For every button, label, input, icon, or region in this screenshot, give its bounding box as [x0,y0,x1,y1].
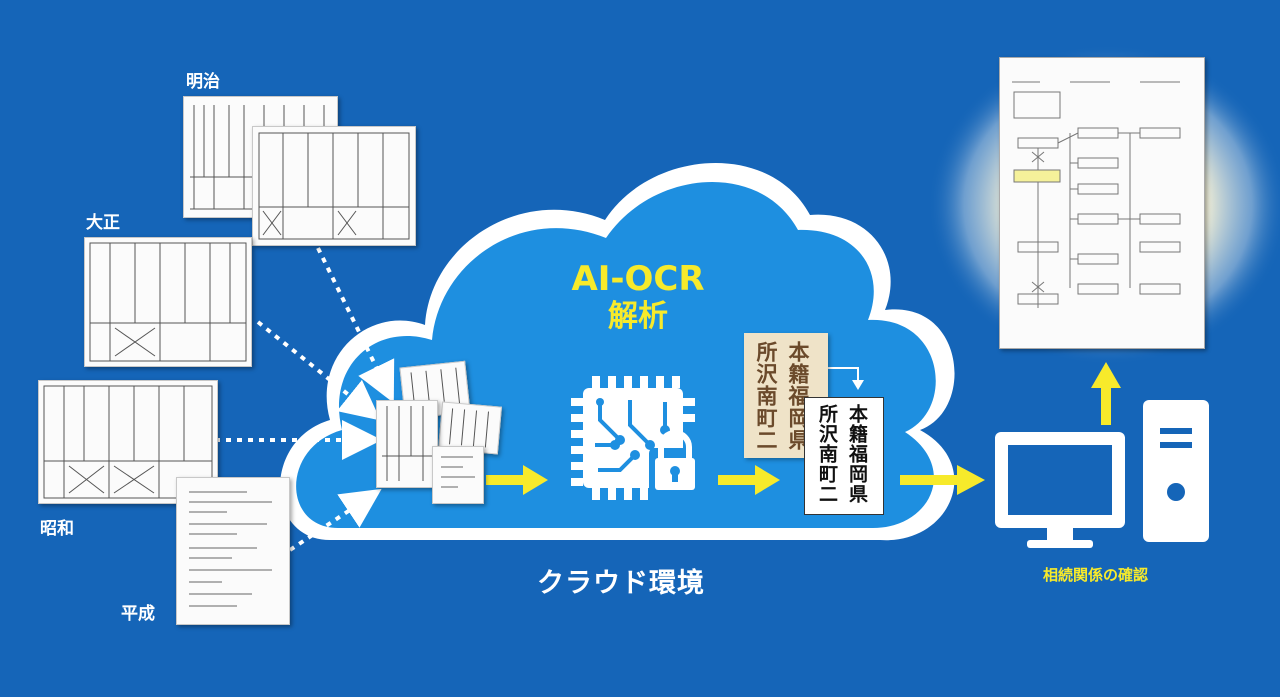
cloud-document-stack-4 [432,446,484,504]
ai-ocr-subtitle: 解析 [608,299,668,334]
ocr-original-sample: 本籍福岡県 所沢南町二 [744,333,828,458]
ai-ocr-title: AI-OCR [571,259,705,299]
ocr-recognized-col2: 所沢南町二 [816,404,838,504]
koseki-document-heisei [176,477,290,625]
era-label-heisei: 平成 [121,604,155,624]
era-label-showa: 昭和 [40,519,74,539]
inheritance-check-label: 相続関係の確認 [1043,566,1149,584]
family-tree-document [999,57,1205,349]
computer-tower-icon [1143,400,1209,542]
cloud-document-stack-3 [376,400,438,488]
lock-icon [649,430,701,494]
koseki-document-showa [38,380,218,504]
computer-monitor-icon [995,432,1125,548]
era-label-meiji: 明治 [186,72,220,92]
ocr-original-col2: 所沢南町二 [754,341,779,451]
process-arrows [486,362,1121,495]
cloud-document-stack-2 [438,401,502,455]
ocr-mapping-arrow [822,367,859,382]
input-dotted-arrows [215,247,395,552]
koseki-document-meiji-2 [252,126,416,246]
koseki-document-taisho [84,237,252,367]
era-label-taisho: 大正 [86,213,120,233]
ocr-recognized-col1: 本籍福岡県 [846,404,868,504]
ocr-recognized-sample: 本籍福岡県 所沢南町二 [804,397,884,515]
cloud-environment-label: クラウド環境 [537,568,705,599]
